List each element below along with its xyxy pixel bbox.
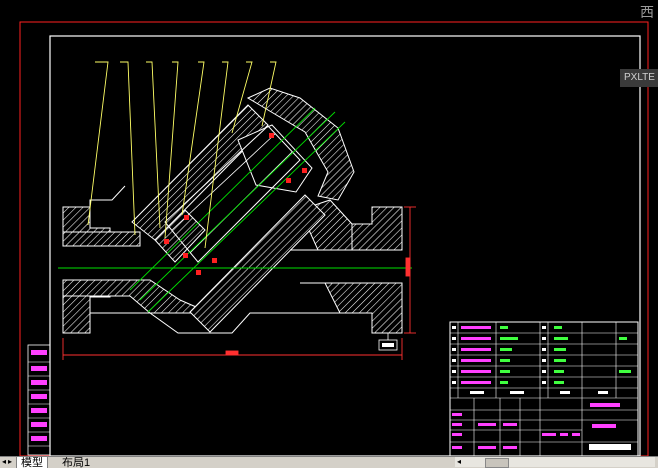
layout-tab-bar: ◂ ▸ 模型 布局1 ◂ [0,456,658,468]
tab-prev-icon[interactable]: ◂ [2,457,7,466]
highlight-points [164,133,307,275]
tab-model[interactable]: 模型 [16,457,48,468]
part-leader-lines [87,61,277,249]
watermark-tag: PXLTE [620,69,658,87]
valve-body-section[interactable] [62,87,403,334]
corner-glyph: 西 [640,4,654,20]
tab-next-icon[interactable]: ▸ [8,457,13,466]
title-block[interactable] [449,321,639,457]
tab-layout1[interactable]: 布局1 [62,457,91,468]
centerlines [58,107,412,313]
side-label-strip [27,344,51,456]
dimension-horizontal [62,338,403,360]
note-box [378,333,398,351]
horizontal-scrollbar[interactable]: ◂ [455,457,655,468]
scroll-left-icon[interactable]: ◂ [457,457,462,466]
dimension-vertical [404,206,416,334]
